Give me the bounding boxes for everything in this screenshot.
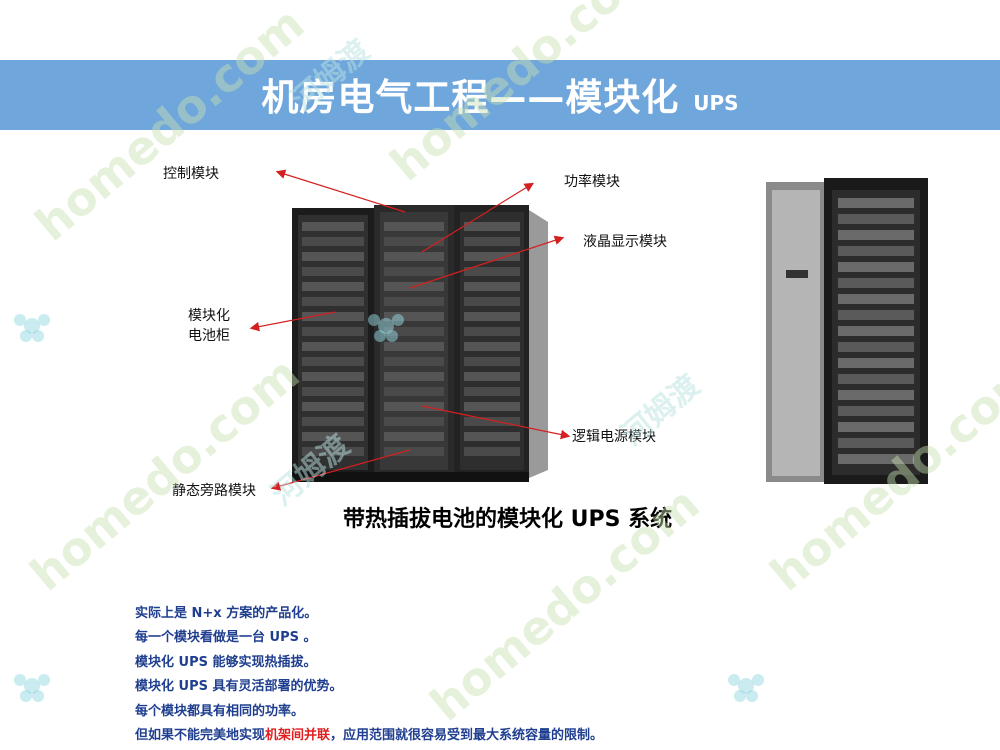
module-slot xyxy=(464,447,520,456)
module-slot xyxy=(384,312,444,321)
bullet-last-after: ，应用范围就很容易受到最大系统容量的限制。 xyxy=(330,727,604,743)
module-slot xyxy=(838,422,914,432)
bullet-item-last: 但如果不能完美地实现机架间并联，应用范围就很容易受到最大系统容量的限制。 xyxy=(135,724,603,748)
module-slot xyxy=(384,432,444,441)
module-slot xyxy=(302,447,364,456)
module-slot xyxy=(838,454,914,464)
callout-bypass: 静态旁路模块 xyxy=(172,483,256,499)
module-slot xyxy=(464,387,520,396)
bullet-last-before: 但如果不能完美地实现 xyxy=(135,727,266,743)
watermark-flower-icon xyxy=(14,314,50,342)
bullet-highlight: 机架间并联 xyxy=(265,727,331,743)
module-slot xyxy=(302,297,364,306)
callout-control: 控制模块 xyxy=(163,166,219,182)
module-slot xyxy=(464,252,520,261)
module-slot xyxy=(302,372,364,381)
callout-power: 功率模块 xyxy=(564,174,620,190)
bullet-item: 模块化 UPS 具有灵活部署的优势。 xyxy=(135,679,343,695)
module-slot xyxy=(302,402,364,411)
bullet-item: 每一个模块看做是一台 UPS 。 xyxy=(135,630,317,646)
module-slot xyxy=(464,432,520,441)
module-slot xyxy=(302,252,364,261)
module-slot xyxy=(838,406,914,416)
title-main: 机房电气工程——模块化 xyxy=(261,76,680,119)
module-slot xyxy=(384,267,444,276)
module-slot xyxy=(838,342,914,352)
title-suffix: UPS xyxy=(693,91,739,115)
module-slot xyxy=(302,387,364,396)
module-slot xyxy=(384,342,444,351)
module-slot xyxy=(838,438,914,448)
watermark-flower-icon xyxy=(728,674,764,702)
module-slot xyxy=(838,278,914,288)
right-cabinet-slots xyxy=(838,198,914,464)
slide-title: 机房电气工程——模块化 UPS xyxy=(0,76,1000,125)
module-slot xyxy=(838,246,914,256)
module-slot xyxy=(464,417,520,426)
module-slot xyxy=(838,198,914,208)
module-slot xyxy=(838,262,914,272)
module-slot xyxy=(302,357,364,366)
watermark-flower-icon xyxy=(14,674,50,702)
module-slot xyxy=(464,327,520,336)
module-slot xyxy=(464,312,520,321)
module-slot xyxy=(838,358,914,368)
bullet-item: 模块化 UPS 能够实现热插拔。 xyxy=(135,654,317,670)
module-slot xyxy=(464,267,520,276)
module-slot xyxy=(464,297,520,306)
bullet-item: 每个模块都具有相同的功率。 xyxy=(135,703,305,719)
module-slot xyxy=(384,237,444,246)
module-slot xyxy=(384,372,444,381)
title-banner xyxy=(0,60,1000,130)
callout-battery-line2: 电池柜 xyxy=(188,328,230,344)
module-slot xyxy=(464,237,520,246)
module-slot xyxy=(464,342,520,351)
module-slot xyxy=(838,310,914,320)
module-slot xyxy=(384,222,444,231)
figure-caption: 带热插拔电池的模块化 UPS 系统 xyxy=(343,507,673,532)
module-slot xyxy=(384,447,444,456)
module-slot xyxy=(464,282,520,291)
callout-logic: 逻辑电源模块 xyxy=(572,429,656,445)
module-slot xyxy=(302,282,364,291)
module-slot xyxy=(384,297,444,306)
callout-battery: 模块化电池柜 xyxy=(188,306,230,346)
module-slot xyxy=(302,237,364,246)
module-slot xyxy=(464,222,520,231)
module-slot xyxy=(384,402,444,411)
module-slot xyxy=(302,312,364,321)
module-slot xyxy=(464,402,520,411)
module-slot xyxy=(384,357,444,366)
callout-battery-line1: 模块化 xyxy=(188,308,230,324)
module-slot xyxy=(384,417,444,426)
module-slot xyxy=(838,294,914,304)
watermark-flower-icon xyxy=(368,314,404,342)
module-slot xyxy=(838,230,914,240)
callout-lcd: 液晶显示模块 xyxy=(583,234,667,250)
module-slot xyxy=(838,214,914,224)
bullet-list: 实际上是 N+x 方案的产品化。 每一个模块看做是一台 UPS 。 模块化 UP… xyxy=(135,602,603,748)
module-slot xyxy=(384,252,444,261)
module-slot xyxy=(302,342,364,351)
module-slot xyxy=(464,357,520,366)
module-slot xyxy=(302,267,364,276)
callout-arrows xyxy=(249,169,571,491)
module-slot xyxy=(384,327,444,336)
module-slot xyxy=(302,432,364,441)
module-slot xyxy=(838,390,914,400)
bullet-item: 实际上是 N+x 方案的产品化。 xyxy=(135,606,318,621)
module-slot xyxy=(302,222,364,231)
module-slot xyxy=(302,417,364,426)
module-slot xyxy=(838,326,914,336)
module-slot xyxy=(464,372,520,381)
module-slot xyxy=(838,374,914,384)
module-slot xyxy=(384,387,444,396)
module-slot xyxy=(302,327,364,336)
